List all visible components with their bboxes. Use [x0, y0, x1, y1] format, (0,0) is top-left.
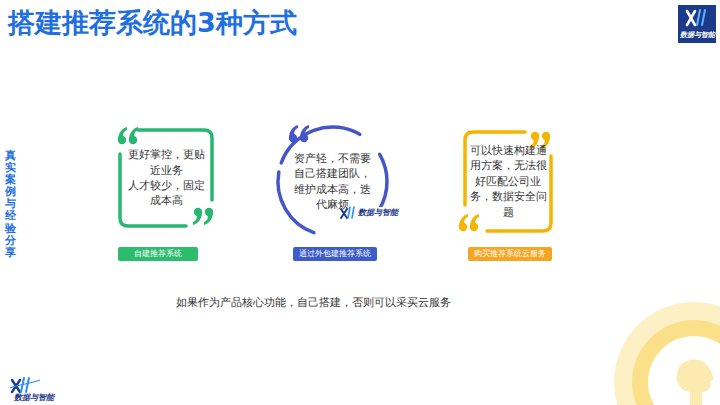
logo-box: 数据与智能: [678, 5, 716, 43]
node-content: 数据与智能: [678, 5, 716, 43]
quote-circle: 资产轻，不需要自己搭建团队，维护成本高，迭代麻烦: [275, 124, 390, 239]
node-content: 通过外包建推荐系统: [293, 247, 377, 261]
quote-box: 可以快速构建通用方案，无法很好匹配公司业务，数据安全问题: [461, 128, 555, 235]
label-pill: 自建推荐系统: [118, 247, 198, 261]
quote-outline: [275, 124, 390, 239]
deco-ring-mid: [632, 320, 720, 405]
quote-outline: [116, 126, 216, 230]
node-content: 可以快速构建通用方案，无法很好匹配公司业务，数据安全问题: [461, 128, 555, 235]
node-content: 更好掌控，更贴近业务人才较少，固定成本高: [116, 126, 216, 230]
quote-text: 人才较少，固定成本高: [126, 178, 206, 209]
label-pill: 购买推荐系统云服务: [468, 247, 552, 261]
label-pill: 通过外包建推荐系统: [293, 247, 377, 261]
logo-mark: [10, 378, 40, 392]
quote-text: 可以快速构建通用方案，无法很好匹配公司业务，数据安全问题: [469, 143, 547, 220]
watermark: 数据与智能: [357, 207, 399, 218]
deco-ring-inner: [648, 336, 720, 405]
pill-text: 自建推荐系统: [134, 248, 182, 259]
node-content: 购买推荐系统云服务: [468, 247, 552, 261]
logo-text: 数据与智能: [14, 392, 54, 403]
slide-title: 搭建推荐系统的3种方式: [8, 5, 297, 41]
deco-ring-outer: [614, 302, 720, 405]
node-content: 自建推荐系统: [118, 247, 198, 261]
quote-text: 更好掌控，更贴近业务: [126, 147, 206, 178]
pill-text: 购买推荐系统云服务: [474, 248, 546, 259]
quote-box: 更好掌控，更贴近业务人才较少，固定成本高: [116, 126, 216, 230]
deco-head: [677, 360, 715, 405]
pill-text: 通过外包建推荐系统: [299, 248, 371, 259]
node-content: 资产轻，不需要自己搭建团队，维护成本高，迭代麻烦: [275, 124, 390, 239]
summary-note: 如果作为产品核心功能，自己搭建，否则可以采买云服务: [176, 295, 451, 310]
logo-text: 数据与智能: [679, 31, 715, 41]
side-heading: 真实案例与经验分享: [5, 150, 16, 259]
quote-text: 资产轻，不需要自己搭建团队，维护成本高，迭代麻烦: [291, 151, 373, 213]
